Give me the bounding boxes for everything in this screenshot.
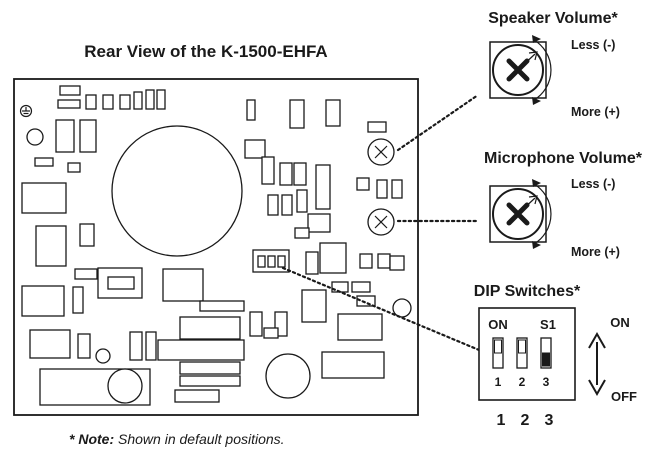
dip-bottom-number-1: 1 bbox=[497, 412, 506, 429]
dip-direction-arrow-icon bbox=[588, 331, 606, 397]
microphone-volume-title: Microphone Volume* bbox=[484, 150, 643, 167]
speaker-volume-knob bbox=[489, 35, 552, 105]
dip-on-label: ON bbox=[488, 317, 508, 332]
speaker-less-label: Less (-) bbox=[571, 38, 615, 52]
dip-switch-2-lever bbox=[518, 339, 526, 354]
speaker-circle bbox=[111, 125, 243, 257]
dip-switches-title: DIP Switches* bbox=[474, 283, 581, 300]
microphone-less-label: Less (-) bbox=[571, 177, 615, 191]
ground-symbol-icon bbox=[19, 104, 33, 118]
footnote-prefix: * Note: bbox=[69, 431, 114, 447]
footnote-text: Shown in default positions. bbox=[114, 431, 284, 447]
dip-bottom-number-2: 2 bbox=[521, 412, 530, 429]
dip-switch-1-label: 1 bbox=[495, 375, 502, 389]
dip-switch-3-label: 3 bbox=[543, 375, 550, 389]
board-components bbox=[21, 85, 412, 406]
microphone-more-label: More (+) bbox=[571, 245, 620, 259]
circuit-board bbox=[13, 78, 419, 416]
dip-switch-3-lever bbox=[542, 352, 550, 367]
dip-switch-slots: 1 2 3 bbox=[492, 337, 552, 389]
speaker-volume-title: Speaker Volume* bbox=[488, 10, 618, 27]
dip-leader-line bbox=[281, 266, 481, 352]
dip-bank-label: S1 bbox=[540, 317, 556, 332]
board-title: Rear View of the K-1500-EHFA bbox=[84, 42, 327, 61]
board-microphone-pot bbox=[367, 208, 395, 236]
board-speaker-pot bbox=[367, 138, 395, 166]
dip-bottom-number-3: 3 bbox=[545, 412, 554, 429]
speaker-more-label: More (+) bbox=[571, 105, 620, 119]
dip-direction-off-label: OFF bbox=[611, 389, 637, 404]
footnote: * Note: Shown in default positions. bbox=[69, 431, 285, 447]
board-dip-switch-block bbox=[252, 249, 290, 273]
dip-switch-2-label: 2 bbox=[519, 375, 526, 389]
dip-direction-on-label: ON bbox=[610, 315, 630, 330]
microphone-volume-knob bbox=[489, 179, 552, 249]
dip-switch-1-lever bbox=[494, 339, 502, 354]
speaker-leader-line bbox=[396, 93, 480, 152]
